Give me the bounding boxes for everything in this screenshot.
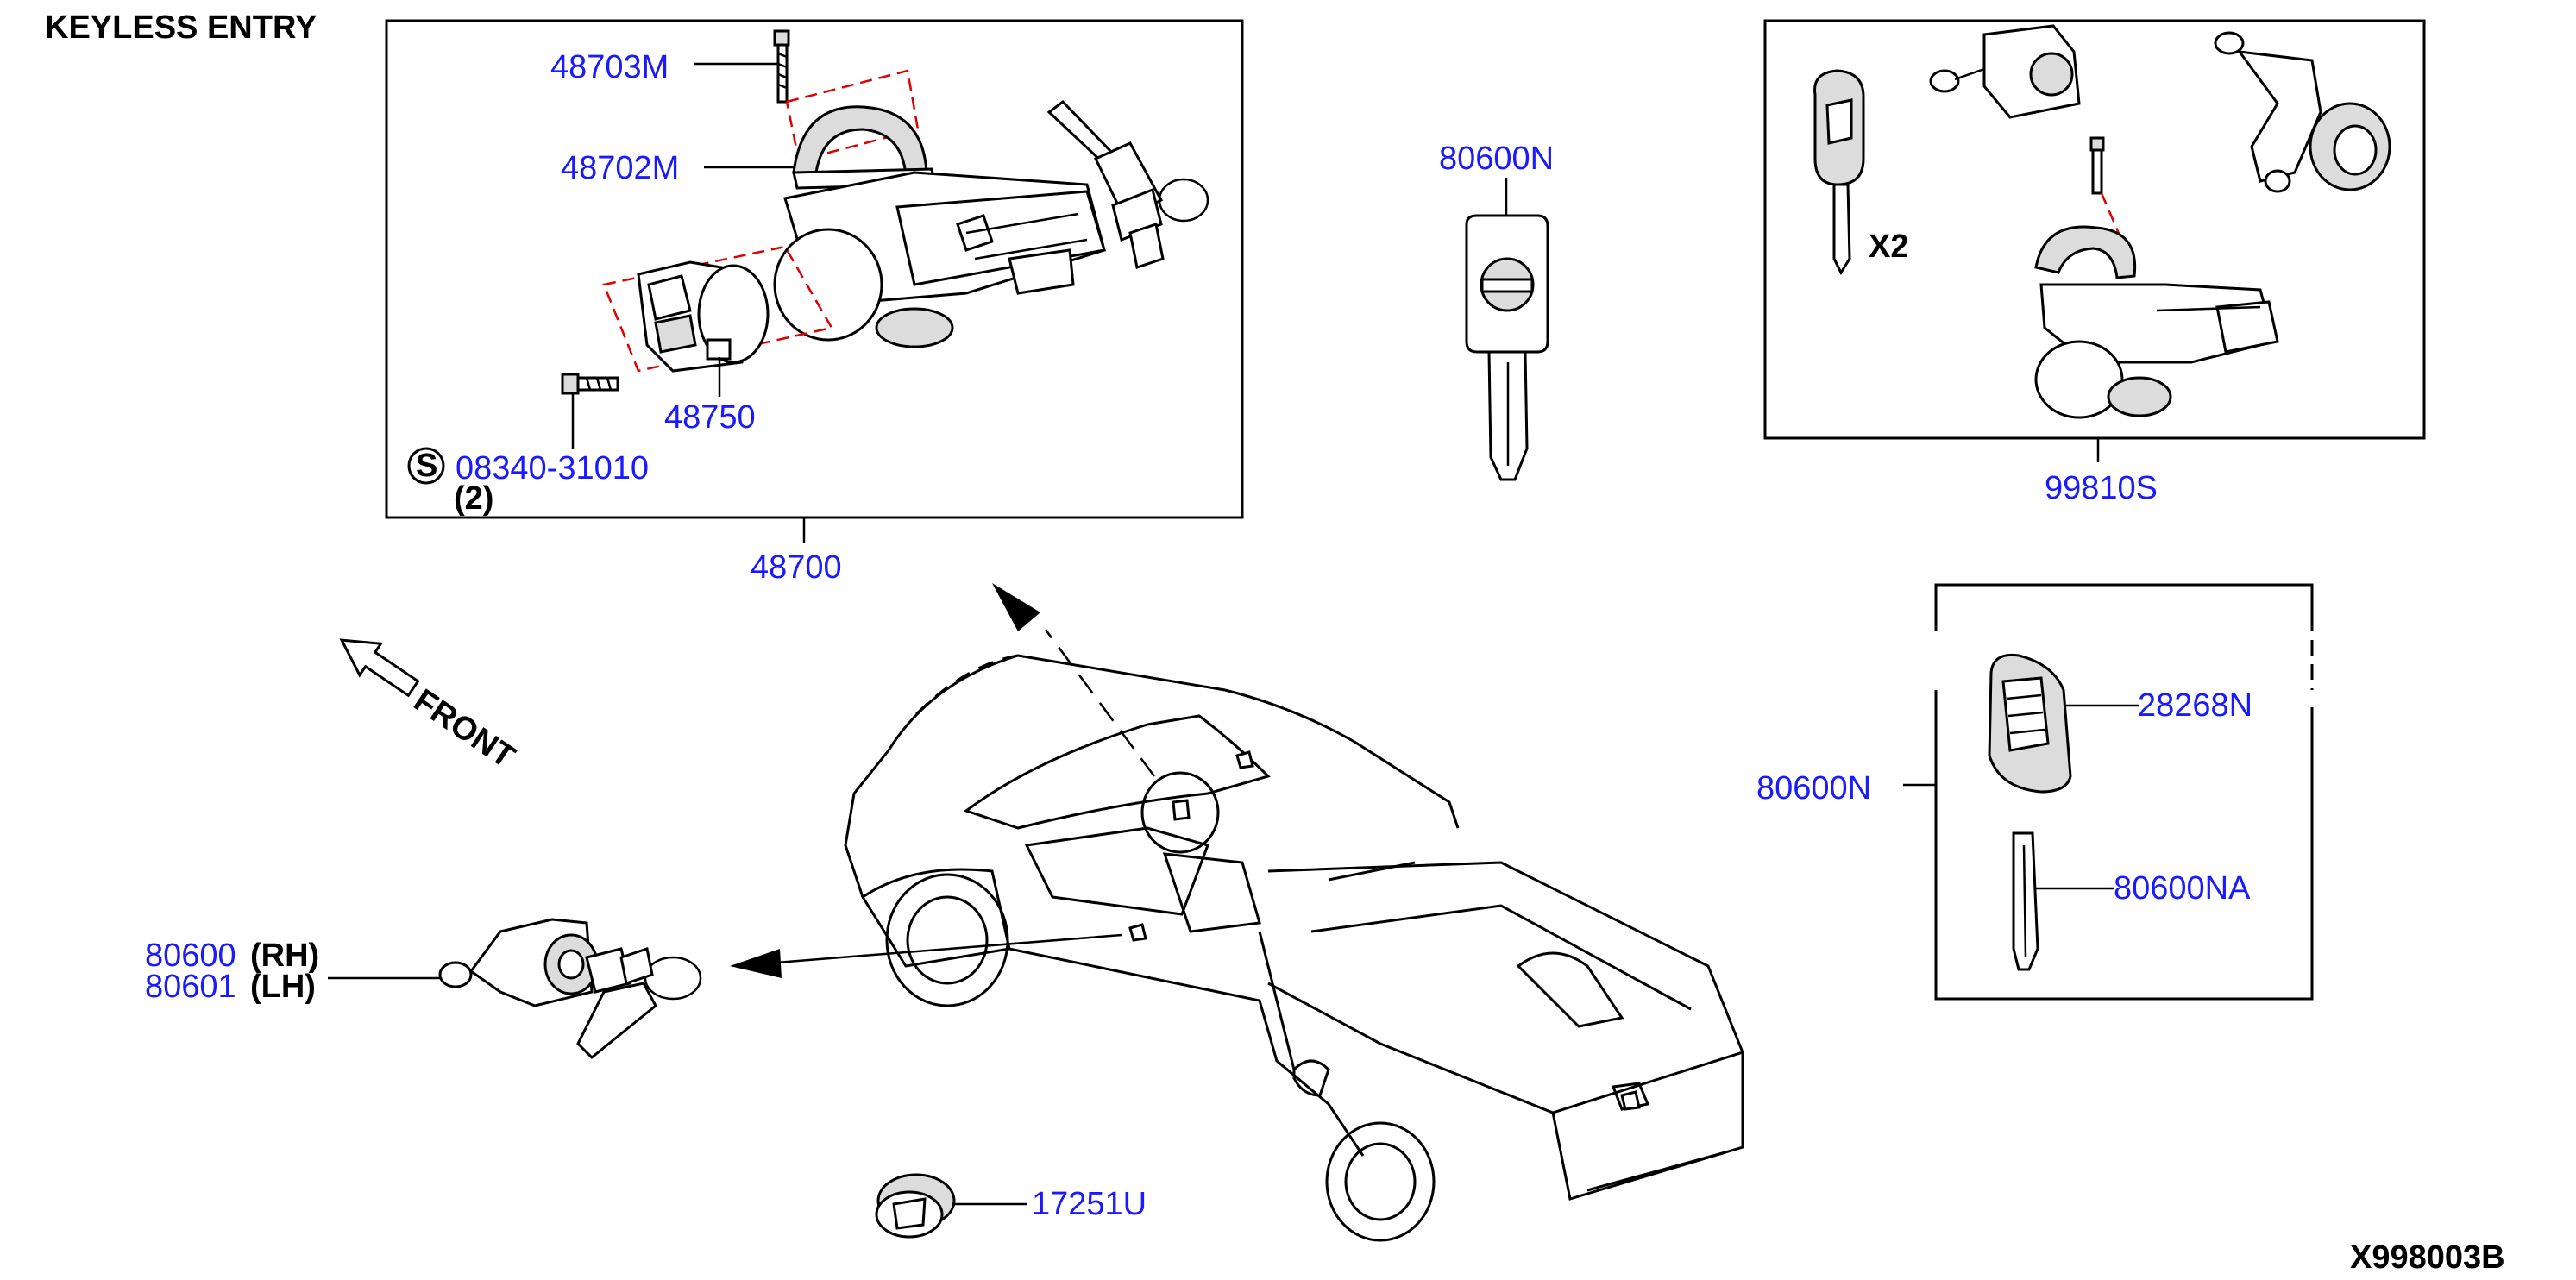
part-label-80600-rh[interactable]: 80600	[145, 938, 236, 974]
key-set-ignition-drawing	[2034, 136, 2279, 419]
s-symbol-icon: S	[407, 447, 445, 485]
fuel-cap-drawing	[875, 1173, 956, 1239]
screw-08340-31010-drawing	[561, 373, 619, 395]
key-blank-drawing	[1465, 214, 1549, 481]
front-arrow-icon	[339, 638, 420, 698]
part-label-80600n-key[interactable]: 80600N	[1439, 141, 1554, 177]
key-blank-group: 80600N	[1439, 141, 1554, 481]
key-set-trunk-lock-drawing	[2214, 31, 2391, 193]
part-label-80601-lh[interactable]: 80601	[145, 969, 236, 1005]
part-label-99810s[interactable]: 99810S	[2045, 470, 2158, 506]
remote-key-panel: 80600N 28268N 80600NA	[1756, 583, 2314, 1001]
ignition-pointer-arrow	[992, 583, 1156, 777]
remote-key-frame	[1934, 583, 2314, 631]
part-label-28268n[interactable]: 28268N	[2138, 687, 2252, 724]
part-label-48750[interactable]: 48750	[664, 399, 756, 436]
remote-housing-28268n-drawing	[1988, 653, 2072, 794]
diagram-title: KEYLESS ENTRY	[45, 9, 317, 46]
front-label: FRONT	[407, 682, 521, 775]
key-set-panel: X2 99810S	[1763, 19, 2426, 506]
part-label-80600n-remote[interactable]: 80600N	[1756, 770, 1871, 806]
key-set-door-lock-drawing	[1929, 24, 2081, 119]
module-48750-drawing	[637, 260, 770, 373]
door-lock-pointer-arrow	[730, 933, 1122, 978]
pickup-truck-drawing	[844, 654, 1744, 1242]
part-label-48700[interactable]: 48700	[751, 549, 842, 586]
ignition-cylinder-drawing	[773, 171, 1106, 348]
ignition-set-panel: 48703M 48702M 48750 S 08340-31010 (2) 48…	[385, 19, 1244, 586]
fuel-door-icon	[1140, 771, 1220, 854]
part-label-48702m[interactable]: 48702M	[561, 150, 679, 186]
part-label-48703m[interactable]: 48703M	[550, 49, 669, 85]
key-set-remote-key-drawing	[1813, 69, 1865, 276]
door-lock-lh-side: (LH)	[250, 969, 316, 1005]
door-lock-rh-side: (RH)	[250, 938, 319, 974]
ignition-set-frame	[385, 19, 1244, 519]
part-label-80600na[interactable]: 80600NA	[2114, 870, 2251, 907]
key-set-frame	[1763, 19, 2426, 440]
bolt-48703m-drawing	[773, 29, 790, 104]
key-blade-80600na-drawing	[2012, 831, 2039, 971]
part-label-08340-31010[interactable]: 08340-31010	[456, 450, 649, 486]
diagram-code: X998003B	[2350, 1239, 2505, 1276]
front-direction-indicator: FRONT	[339, 638, 521, 775]
ignition-key-drawing	[1046, 100, 1209, 269]
s-symbol-label: S	[416, 448, 437, 484]
screw-quantity: (2)	[454, 480, 493, 517]
key-quantity: X2	[1869, 229, 1908, 265]
part-label-17251u[interactable]: 17251U	[1032, 1186, 1147, 1222]
door-lock-drawing	[438, 918, 702, 1060]
